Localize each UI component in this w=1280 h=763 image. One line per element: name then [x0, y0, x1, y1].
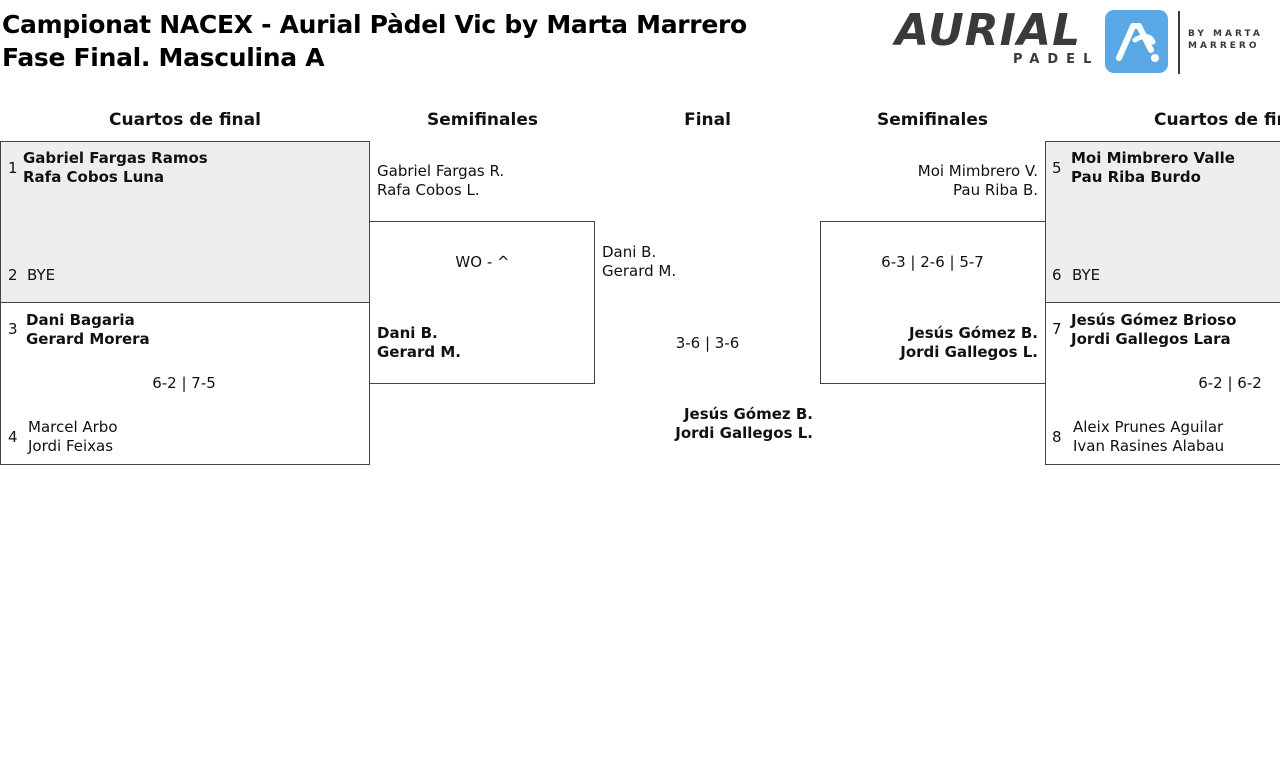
player-name: Jordi Gallegos Lara [1071, 330, 1231, 348]
title-line-2: Fase Final. Masculina A [2, 43, 325, 72]
team-entry: Gabriel Fargas Ramos Rafa Cobos Luna [23, 149, 208, 187]
round-header-sf-right: Semifinales [877, 110, 988, 130]
player-name: Dani B. [377, 324, 438, 342]
player-name: Marcel Arbo [28, 418, 118, 436]
logo-wordmark: AURIAL [895, 5, 1082, 56]
team-entry: Dani Bagaria Gerard Morera [26, 311, 150, 349]
match-score: 6-2 | 7-5 [152, 374, 216, 392]
player-name: Moi Mimbrero V. [917, 162, 1038, 180]
player-name: Jesús Gómez B. [683, 405, 813, 423]
player-name: Jesús Gómez B. [908, 324, 1038, 342]
seed-number: 1 [8, 159, 18, 177]
match-score: 6-3 | 2-6 | 5-7 [881, 253, 984, 271]
player-name: Jesús Gómez Brioso [1071, 311, 1237, 329]
player-name: Rafa Cobos L. [377, 181, 480, 199]
player-name: Rafa Cobos Luna [23, 168, 165, 186]
logo-by-marta-marrero: BY MARTA MARRERO [1188, 28, 1280, 52]
logo-by-line-1: BY MARTA [1188, 29, 1263, 39]
round-header-qf-right: Cuartos de final [1154, 110, 1280, 130]
player-name: Aleix Prunes Aguilar [1073, 418, 1224, 436]
player-name: Jordi Gallegos L. [900, 343, 1038, 361]
team-entry: Marcel Arbo Jordi Feixas [28, 418, 118, 456]
match-score: 3-6 | 3-6 [675, 334, 740, 352]
player-name: Jordi Gallegos L. [675, 424, 813, 442]
seed-number: 3 [8, 320, 18, 338]
match-score: 6-2 | 6-2 [1198, 374, 1262, 392]
logo-subword: PADEL [1013, 52, 1100, 67]
match-score: WO - ^ [455, 253, 510, 271]
team-entry: Moi Mimbrero Valle Pau Riba Burdo [1071, 149, 1235, 187]
seed-number: 8 [1052, 428, 1062, 446]
player-name: Gabriel Fargas Ramos [23, 149, 208, 167]
round-header-qf-left: Cuartos de final [109, 110, 261, 130]
player-name: Dani Bagaria [26, 311, 135, 329]
player-name: BYE [1072, 266, 1101, 284]
team-entry: BYE [1072, 266, 1100, 285]
team-entry: Dani B. Gerard M. [602, 243, 676, 281]
logo-divider [1178, 11, 1180, 74]
player-name: Pau Riba Burdo [1071, 168, 1201, 186]
player-name: Ivan Rasines Alabau [1073, 437, 1225, 455]
round-header-final: Final [684, 110, 731, 130]
player-name: Moi Mimbrero Valle [1071, 149, 1235, 167]
team-entry: Jesús Gómez Brioso Jordi Gallegos Lara [1071, 311, 1236, 349]
player-name: Dani B. [602, 243, 657, 261]
seed-number: 4 [8, 428, 18, 446]
title-line-1: Campionat NACEX - Aurial Pàdel Vic by Ma… [2, 10, 747, 39]
seed-number: 5 [1052, 159, 1062, 177]
team-entry: Aleix Prunes Aguilar Ivan Rasines Alabau [1073, 418, 1224, 456]
player-name: Gabriel Fargas R. [377, 162, 505, 180]
qf-left-match-1 [0, 141, 370, 303]
team-entry: Gabriel Fargas R. Rafa Cobos L. [377, 162, 504, 200]
logo-by-line-2: MARRERO [1188, 41, 1260, 51]
page-title: Campionat NACEX - Aurial Pàdel Vic by Ma… [2, 8, 747, 74]
player-name: Gerard M. [602, 262, 677, 280]
team-entry: Dani B. Gerard M. [377, 324, 461, 362]
round-header-sf-left: Semifinales [427, 110, 538, 130]
team-entry: BYE [27, 266, 55, 285]
team-entry: Jesús Gómez B. Jordi Gallegos L. [600, 405, 813, 443]
player-name: BYE [27, 266, 56, 284]
seed-number: 2 [8, 266, 18, 284]
seed-number: 6 [1052, 266, 1062, 284]
qf-right-match-1 [1045, 141, 1280, 303]
seed-number: 7 [1052, 320, 1062, 338]
player-name: Pau Riba B. [953, 181, 1038, 199]
aurial-padel-logo: AURIAL PADEL BY MARTA MARRERO [895, 8, 1280, 76]
sf-left-match [369, 221, 595, 384]
player-name: Gerard M. [377, 343, 461, 361]
aurial-mark-icon [1105, 10, 1168, 73]
team-entry: Jesús Gómez B. Jordi Gallegos L. [826, 324, 1038, 362]
player-name: Jordi Feixas [28, 437, 114, 455]
qf-right-match-2 [1045, 302, 1280, 465]
team-entry: Moi Mimbrero V. Pau Riba B. [826, 162, 1038, 200]
player-name: Gerard Morera [26, 330, 150, 348]
